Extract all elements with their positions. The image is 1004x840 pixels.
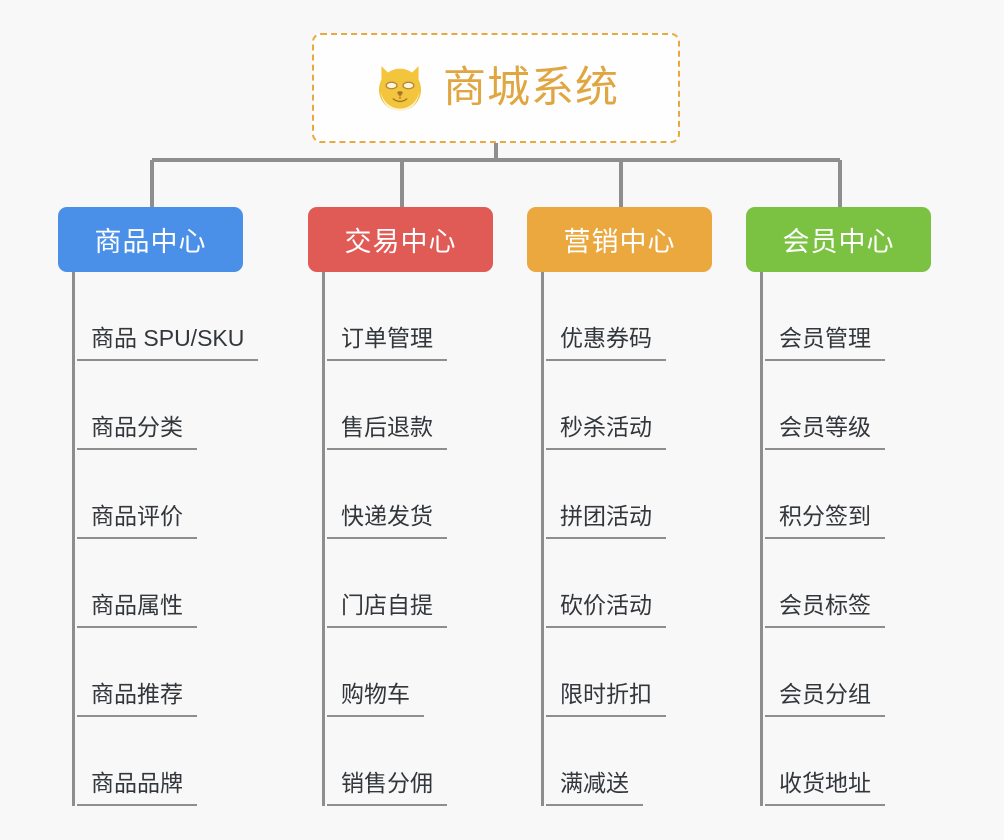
list-item[interactable]: 优惠券码 <box>542 272 712 361</box>
leaf-label: 优惠券码 <box>546 324 666 361</box>
list-item[interactable]: 商品评价 <box>73 450 276 539</box>
list-item[interactable]: 会员标签 <box>761 539 931 628</box>
list-item[interactable]: 商品分类 <box>73 361 276 450</box>
leaf-label: 售后退款 <box>327 413 447 450</box>
list-item[interactable]: 快递发货 <box>323 450 493 539</box>
leaf-label: 快递发货 <box>327 502 447 539</box>
list-item[interactable]: 售后退款 <box>323 361 493 450</box>
leaf-label: 砍价活动 <box>546 591 666 628</box>
list-item[interactable]: 商品品牌 <box>73 717 276 806</box>
leaf-label: 商品分类 <box>77 413 197 450</box>
leaf-list-product-center: 商品 SPU/SKU 商品分类 商品评价 商品属性 商品推荐 商品品牌 <box>58 272 276 806</box>
branch-marketing-center: 营销中心 优惠券码 秒杀活动 拼团活动 砍价活动 限时折扣 满减送 <box>527 207 712 806</box>
list-item[interactable]: 收货地址 <box>761 717 931 806</box>
leaf-label: 会员分组 <box>765 680 885 717</box>
leaf-label: 商品 SPU/SKU <box>77 324 259 361</box>
branch-header-marketing-center[interactable]: 营销中心 <box>527 207 712 272</box>
root-title: 商城系统 <box>443 63 619 112</box>
branch-header-product-center[interactable]: 商品中心 <box>58 207 243 272</box>
list-item[interactable]: 购物车 <box>323 628 493 717</box>
list-item[interactable]: 订单管理 <box>323 272 493 361</box>
leaf-label: 订单管理 <box>327 324 447 361</box>
list-item[interactable]: 会员分组 <box>761 628 931 717</box>
list-item[interactable]: 限时折扣 <box>542 628 712 717</box>
list-item[interactable]: 秒杀活动 <box>542 361 712 450</box>
branch-header-member-center[interactable]: 会员中心 <box>746 207 931 272</box>
leaf-label: 商品品牌 <box>77 769 197 806</box>
leaf-label: 收货地址 <box>765 769 885 806</box>
leaf-label: 满减送 <box>546 769 643 806</box>
leaf-label: 积分签到 <box>765 502 885 539</box>
list-item[interactable]: 拼团活动 <box>542 450 712 539</box>
list-item[interactable]: 商品 SPU/SKU <box>73 272 276 361</box>
shiba-dog-face-icon <box>378 66 422 111</box>
leaf-label: 拼团活动 <box>546 502 666 539</box>
branch-member-center: 会员中心 会员管理 会员等级 积分签到 会员标签 会员分组 收货地址 <box>746 207 931 806</box>
list-item[interactable]: 商品属性 <box>73 539 276 628</box>
leaf-label: 商品推荐 <box>77 680 197 717</box>
list-item[interactable]: 商品推荐 <box>73 628 276 717</box>
leaf-label: 会员标签 <box>765 591 885 628</box>
leaf-label: 会员等级 <box>765 413 885 450</box>
leaf-list-trade-center: 订单管理 售后退款 快递发货 门店自提 购物车 销售分佣 <box>308 272 493 806</box>
list-item[interactable]: 满减送 <box>542 717 712 806</box>
leaf-label: 购物车 <box>327 680 424 717</box>
root-node[interactable]: 商城系统 <box>312 33 680 143</box>
list-item[interactable]: 会员管理 <box>761 272 931 361</box>
list-item[interactable]: 门店自提 <box>323 539 493 628</box>
leaf-label: 门店自提 <box>327 591 447 628</box>
leaf-list-member-center: 会员管理 会员等级 积分签到 会员标签 会员分组 收货地址 <box>746 272 931 806</box>
branch-product-center: 商品中心 商品 SPU/SKU 商品分类 商品评价 商品属性 商品推荐 商品品牌 <box>58 207 276 806</box>
leaf-label: 会员管理 <box>765 324 885 361</box>
leaf-label: 商品属性 <box>77 591 197 628</box>
leaf-label: 秒杀活动 <box>546 413 666 450</box>
list-item[interactable]: 积分签到 <box>761 450 931 539</box>
leaf-label: 商品评价 <box>77 502 197 539</box>
leaf-label: 限时折扣 <box>546 680 666 717</box>
branch-header-trade-center[interactable]: 交易中心 <box>308 207 493 272</box>
list-item[interactable]: 销售分佣 <box>323 717 493 806</box>
leaf-list-marketing-center: 优惠券码 秒杀活动 拼团活动 砍价活动 限时折扣 满减送 <box>527 272 712 806</box>
branch-trade-center: 交易中心 订单管理 售后退款 快递发货 门店自提 购物车 销售分佣 <box>308 207 493 806</box>
leaf-label: 销售分佣 <box>327 769 447 806</box>
list-item[interactable]: 砍价活动 <box>542 539 712 628</box>
list-item[interactable]: 会员等级 <box>761 361 931 450</box>
